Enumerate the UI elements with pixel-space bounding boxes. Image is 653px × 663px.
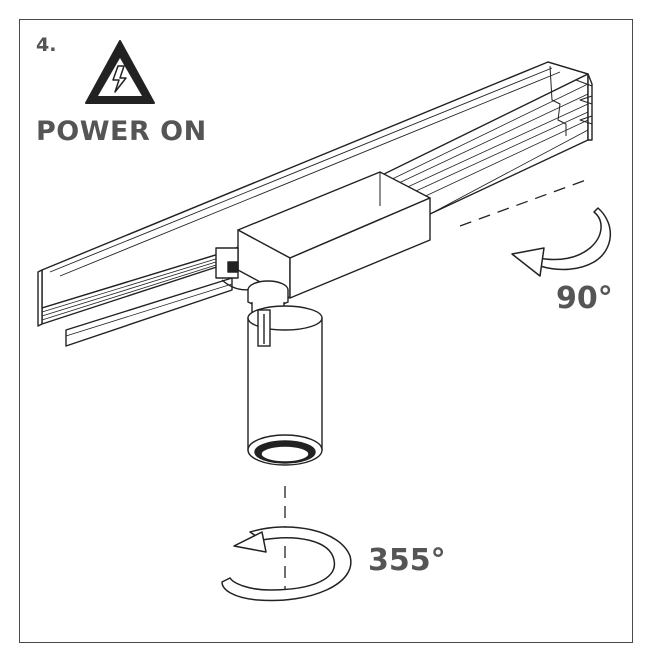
spotlight	[247, 280, 323, 466]
power-on-label: POWER ON	[36, 116, 207, 147]
track-rail	[37, 61, 593, 347]
track-adapter	[215, 171, 431, 299]
high-voltage-warning-icon	[85, 40, 155, 104]
adapter-rotation-angle: 90°	[556, 281, 613, 316]
step-number: 4.	[36, 34, 57, 56]
spotlight-rotation-angle: 355°	[368, 543, 446, 578]
adapter-rotation-axis	[459, 179, 587, 227]
rotate-355-arrow-icon	[221, 526, 352, 602]
rotate-90-arrow-icon	[511, 207, 612, 277]
